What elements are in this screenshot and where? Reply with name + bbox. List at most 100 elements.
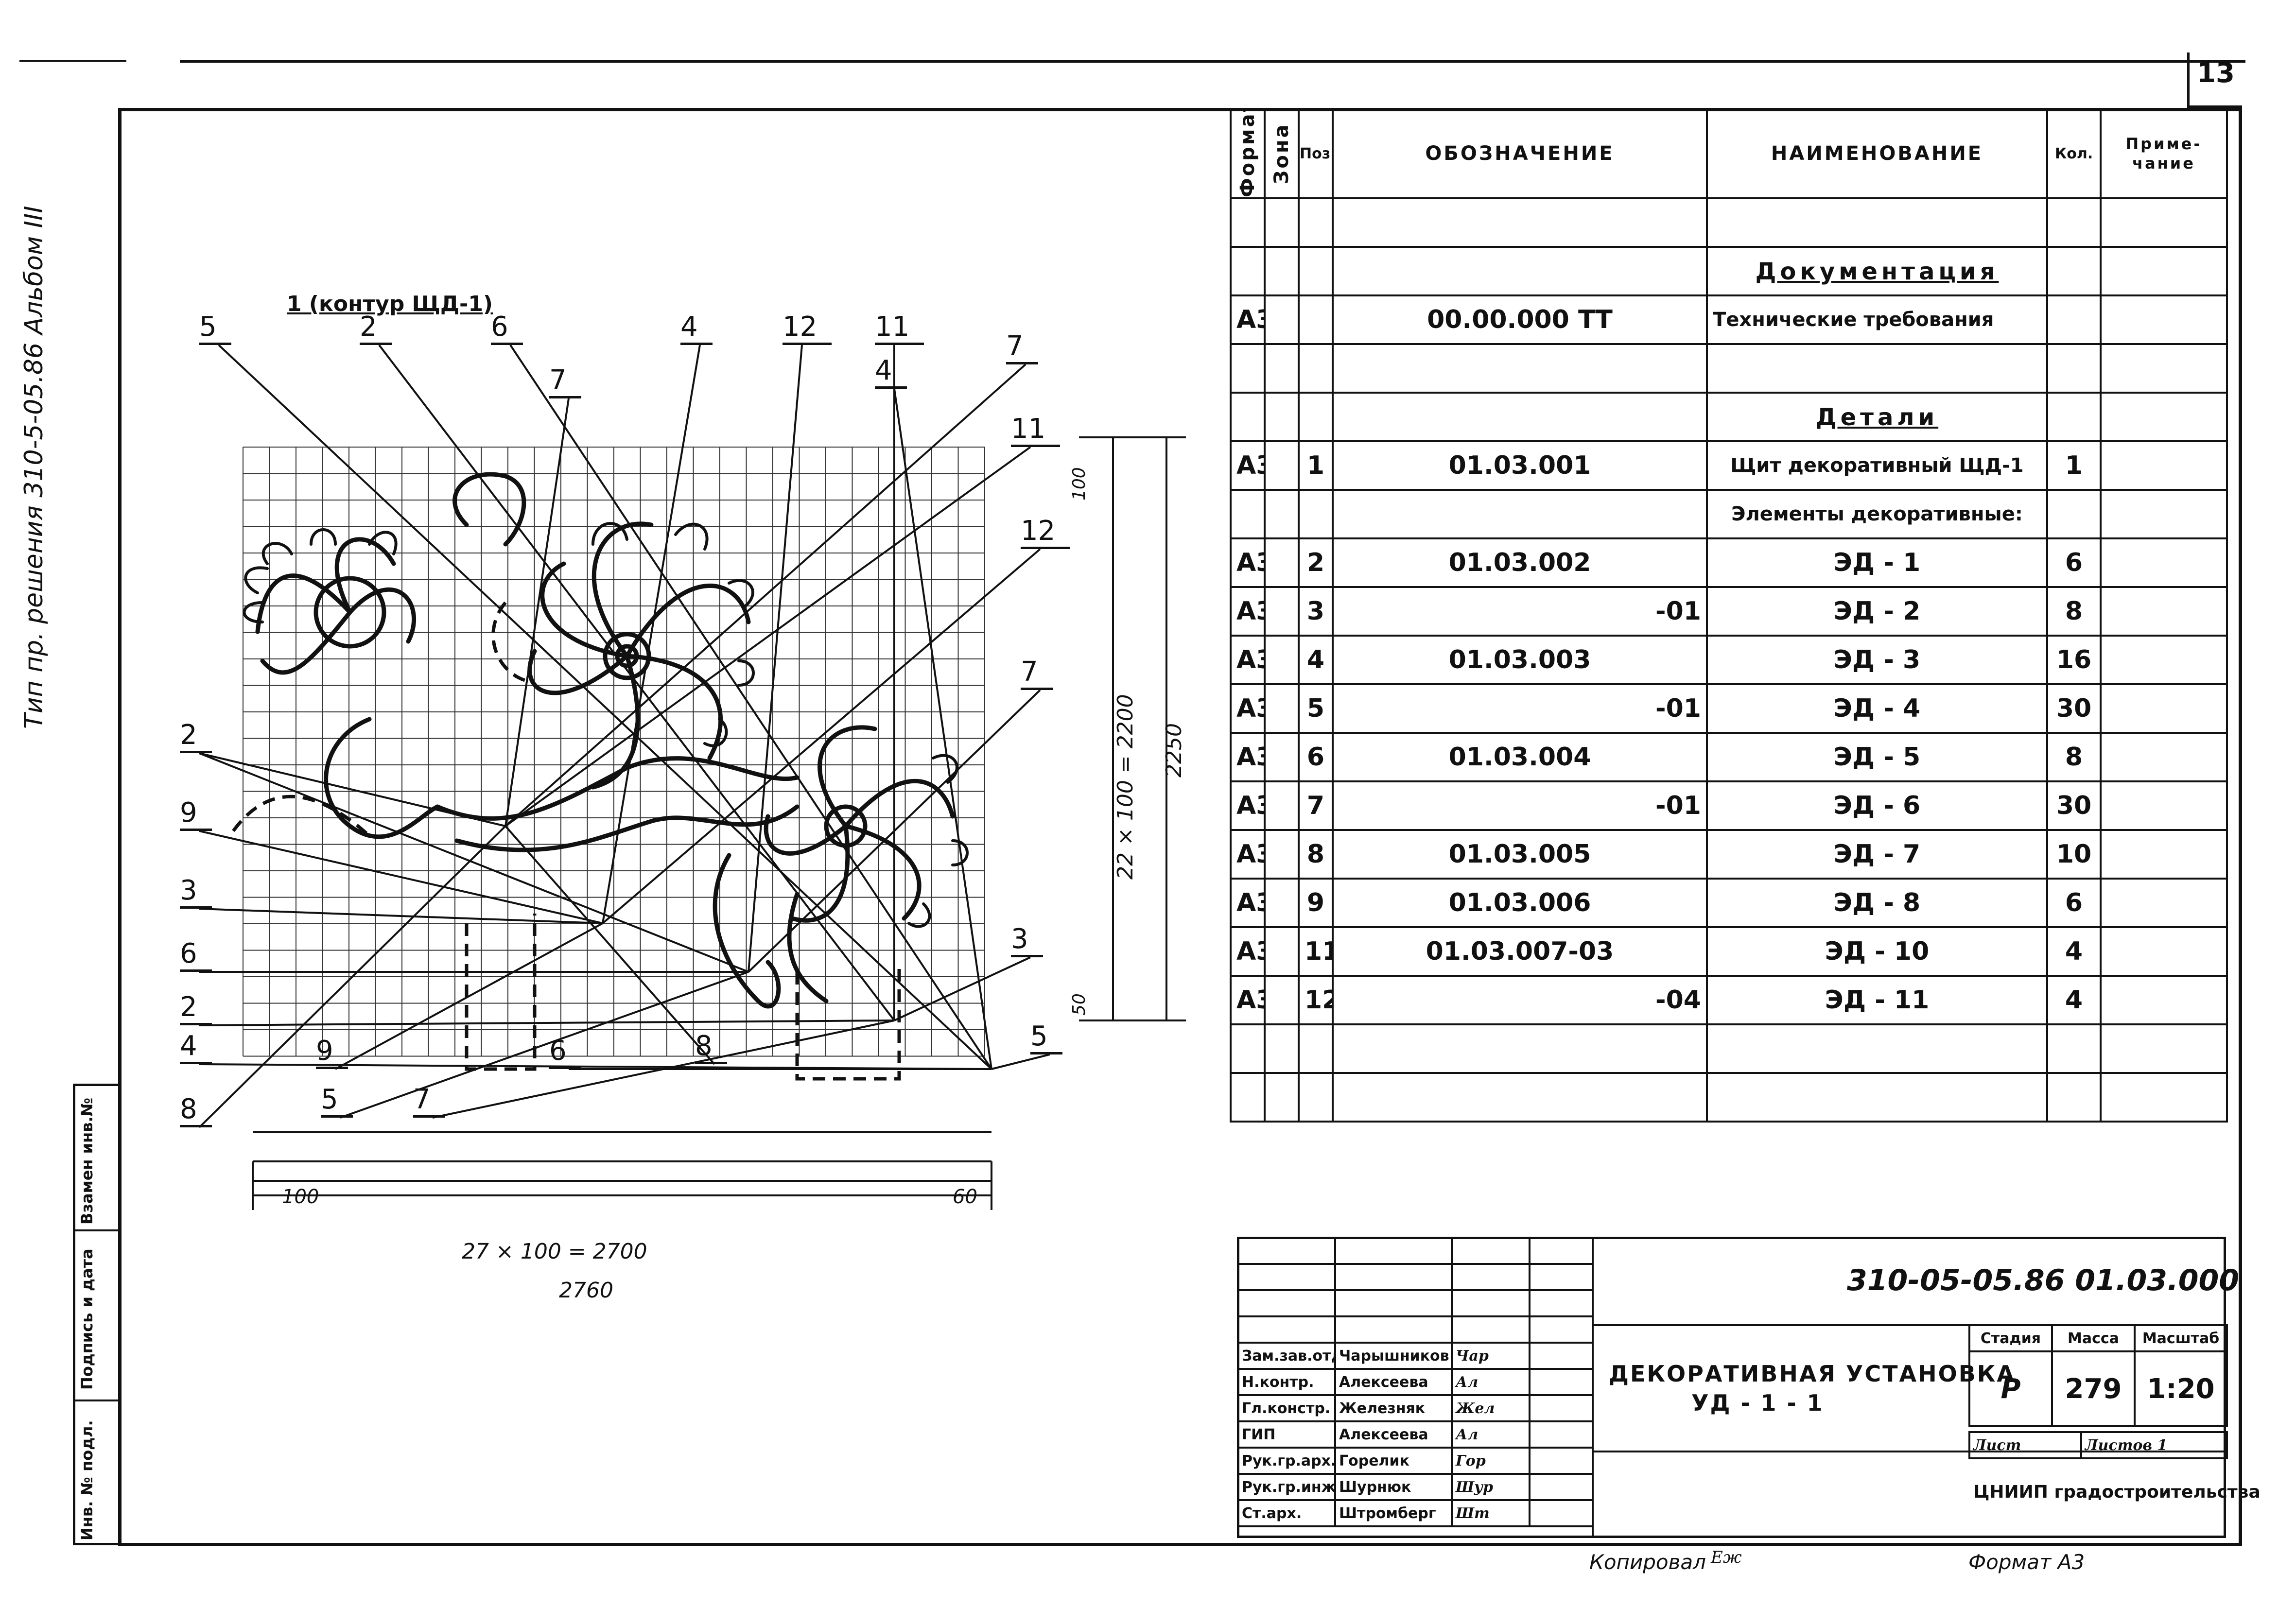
side-strip-cell-replace: Взамен инв.№ bbox=[78, 1097, 96, 1225]
position-callout: 3 bbox=[1011, 923, 1043, 957]
spec-row-zone bbox=[1264, 683, 1300, 734]
leader-lines bbox=[198, 344, 1050, 1128]
dim-bottom-50: 50 bbox=[1069, 993, 1089, 1016]
spec-row-pos: 2 bbox=[1298, 537, 1334, 588]
approval-role: Рук.гр.инж. bbox=[1237, 1473, 1336, 1501]
spec-empty-row bbox=[1230, 197, 2228, 248]
position-callout: 5 bbox=[321, 1084, 353, 1118]
stage-mass-scale-table: Стадия Масса Масштаб Р 279 1:20 bbox=[1968, 1324, 2228, 1427]
spec-row-qty: 6 bbox=[2046, 878, 2102, 928]
spec-row-zone bbox=[1264, 780, 1300, 831]
position-callout: 2 bbox=[180, 719, 212, 753]
doc-name: Технические требования bbox=[1706, 294, 2048, 345]
spec-row-qty: 1 bbox=[2046, 440, 2102, 491]
spec-empty-row bbox=[1230, 343, 2228, 394]
spec-row-pos: 9 bbox=[1298, 878, 1334, 928]
drawing-frame bbox=[118, 108, 2242, 1546]
dim-top-100: 100 bbox=[1069, 467, 1089, 501]
leader-line bbox=[199, 1019, 895, 1026]
spec-row-name: Щит декоративный ЩД-1 bbox=[1706, 440, 2048, 491]
spec-row-note bbox=[2100, 829, 2228, 880]
spec-row-note bbox=[2100, 926, 2228, 977]
approval-signature: Ал bbox=[1451, 1420, 1531, 1449]
approval-signature: Шт bbox=[1451, 1499, 1531, 1527]
dim-horizontal-total-inner: 27 × 100 = 2700 bbox=[462, 1239, 647, 1264]
spec-row-format: А3 bbox=[1230, 975, 1266, 1025]
spec-row-qty: 30 bbox=[2046, 683, 2102, 734]
spec-row-pos: 1 bbox=[1298, 440, 1334, 491]
doc-designation: 00.00.000 ТТ bbox=[1332, 294, 1708, 345]
title-block-hline-1 bbox=[1592, 1324, 2226, 1326]
spec-row-format: А3 bbox=[1230, 732, 1266, 782]
position-callout: 3 bbox=[180, 875, 212, 909]
stage-label-row: Стадия Масса Масштаб bbox=[1968, 1324, 2228, 1352]
spec-row-designation: 01.03.002 bbox=[1332, 537, 1708, 588]
approval-role: Зам.зав.отд. bbox=[1237, 1342, 1336, 1370]
leader-line bbox=[504, 398, 570, 827]
spec-header-row: Формат Зона Поз. ОБОЗНАЧЕНИЕ НАИМЕНОВАНИ… bbox=[1231, 108, 2228, 199]
spec-empty-row bbox=[1230, 1072, 2228, 1123]
position-callout: 8 bbox=[180, 1093, 212, 1127]
leader-line bbox=[199, 830, 603, 924]
position-callout: 5 bbox=[1030, 1020, 1062, 1054]
side-strip-title: Тип пр. решения 310-5-05.86 Альбом III bbox=[19, 206, 49, 729]
spec-row-zone bbox=[1264, 926, 1300, 977]
spec-row-name: ЭД - 6 bbox=[1706, 780, 2048, 831]
approval-signature: Ал bbox=[1451, 1368, 1531, 1396]
spec-row-qty: 30 bbox=[2046, 780, 2102, 831]
spec-row-pos: 4 bbox=[1298, 635, 1334, 685]
spec-row-name: ЭД - 3 bbox=[1706, 635, 2048, 685]
spec-row-qty: 10 bbox=[2046, 829, 2102, 880]
spec-row-format: А3 bbox=[1230, 635, 1266, 685]
approval-name: Алексеева bbox=[1334, 1420, 1453, 1449]
side-strip-divider-1 bbox=[73, 1229, 122, 1231]
spec-row-zone bbox=[1264, 586, 1300, 637]
approval-date bbox=[1529, 1368, 1594, 1396]
spec-row-designation: -01 bbox=[1332, 586, 1708, 637]
spec-row-note bbox=[2100, 586, 2228, 637]
spec-row-qty bbox=[2046, 489, 2102, 539]
approval-role: ГИП bbox=[1237, 1420, 1336, 1449]
position-callout: 4 bbox=[680, 311, 713, 345]
position-callout: 6 bbox=[180, 938, 212, 972]
approval-role: Ст.арх. bbox=[1237, 1499, 1336, 1527]
leader-line bbox=[504, 363, 1026, 827]
header-note: Приме-чание bbox=[2100, 108, 2228, 199]
decorative-panel-drawing: 1 (контур ЩД-1) 27 × 100 = 2700 2760 100… bbox=[165, 292, 1235, 1312]
title-block-divider bbox=[1592, 1237, 1594, 1538]
spec-row-note bbox=[2100, 537, 2228, 588]
sheet-label: Лист bbox=[1968, 1431, 2082, 1459]
spec-row-designation: -01 bbox=[1332, 780, 1708, 831]
spec-row-format: А3 bbox=[1230, 878, 1266, 928]
leader-line bbox=[602, 548, 1041, 924]
leader-line bbox=[199, 908, 603, 924]
approval-name: Горелик bbox=[1334, 1447, 1453, 1475]
spec-row-format: А3 bbox=[1230, 537, 1266, 588]
leader-line bbox=[340, 971, 749, 1119]
spec-row-qty: 6 bbox=[2046, 537, 2102, 588]
top-edge-line bbox=[180, 60, 2245, 63]
sheet-row: Лист Листов 1 bbox=[1968, 1431, 2228, 1459]
approval-date bbox=[1529, 1499, 1594, 1527]
approval-date bbox=[1529, 1342, 1594, 1370]
spec-row-note bbox=[2100, 780, 2228, 831]
leader-line bbox=[199, 752, 749, 973]
spec-row-pos: 8 bbox=[1298, 829, 1334, 880]
callout-contour: 1 (контур ЩД-1) bbox=[287, 292, 493, 316]
spec-row-format: А3 bbox=[1230, 440, 1266, 491]
scale-label: Масштаб bbox=[2134, 1324, 2228, 1352]
organization-name: ЦНИИП градостроительства bbox=[1973, 1482, 2261, 1502]
approval-people: Зам.зав.отд.ЧарышниковЧарН.контр.Алексее… bbox=[1237, 1342, 1594, 1527]
approval-date bbox=[1529, 1394, 1594, 1422]
header-designation: ОБОЗНАЧЕНИЕ bbox=[1332, 108, 1708, 199]
spec-row-name: ЭД - 8 bbox=[1706, 878, 2048, 928]
copied-label: Копировал bbox=[1589, 1550, 1706, 1574]
spec-row-designation: -04 bbox=[1332, 975, 1708, 1025]
spec-row-note bbox=[2100, 635, 2228, 685]
approval-date bbox=[1529, 1447, 1594, 1475]
